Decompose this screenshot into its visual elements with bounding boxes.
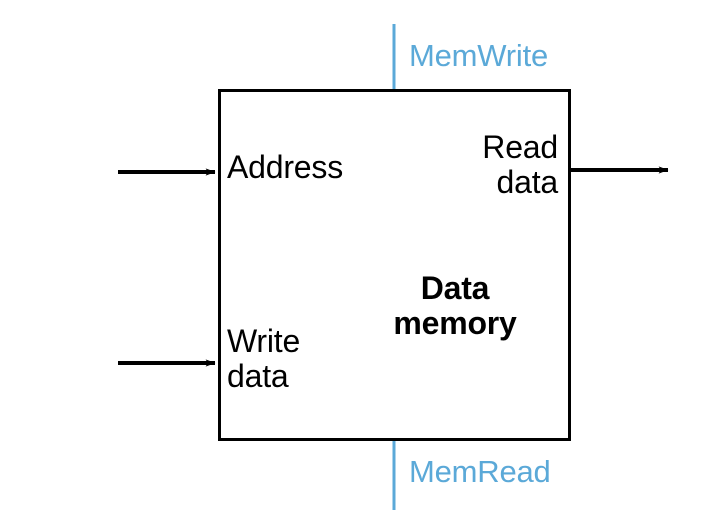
- data-memory-box: [218, 89, 571, 441]
- port-label-read-data-line2: data: [496, 164, 559, 200]
- control-label-memwrite: MemWrite: [409, 38, 549, 73]
- port-label-write-data-line1: Write: [227, 323, 301, 359]
- control-label-memread: MemRead: [409, 454, 551, 489]
- port-label-address: Address: [227, 149, 343, 185]
- block-label-line2: memory: [393, 305, 517, 341]
- port-label-read-data-line1: Read: [482, 129, 558, 165]
- port-label-write-data-line2: data: [227, 358, 289, 394]
- block-label-line1: Data: [420, 270, 490, 306]
